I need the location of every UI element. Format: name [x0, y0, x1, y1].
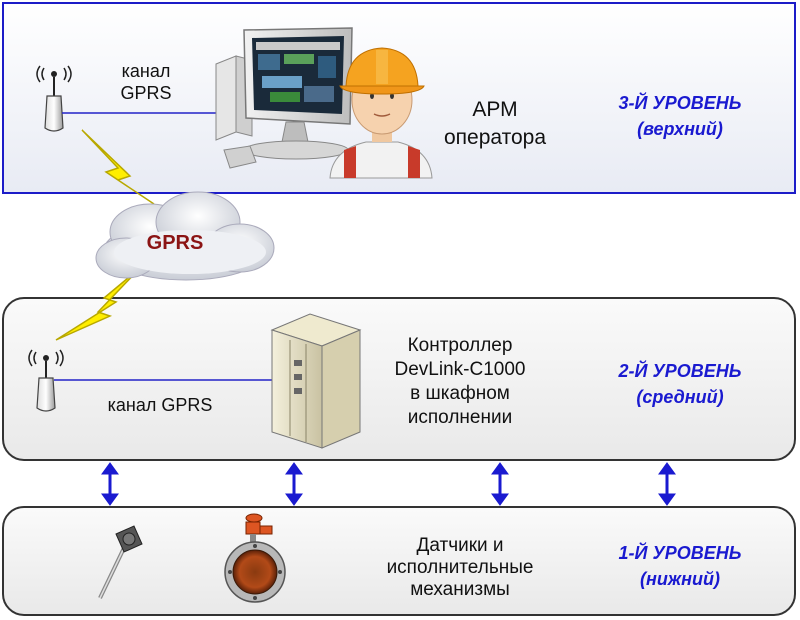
lightning-icon-top	[81, 129, 155, 205]
lightning-icon-bottom	[55, 267, 141, 341]
arm-operator-label: АРМ оператора	[443, 98, 547, 149]
level3-title: 3-Й УРОВЕНЬ (верхний)	[618, 93, 742, 139]
arrow-icon-2	[285, 462, 303, 506]
level1-title: 1-Й УРОВЕНЬ (нижний)	[618, 543, 742, 589]
computer-icon	[215, 27, 353, 169]
arrow-icon-1	[101, 462, 119, 506]
cloud-label: GPRS	[146, 232, 204, 254]
channel-label-middle: канал GPRS	[107, 395, 213, 415]
level2-title: 2-Й УРОВЕНЬ (средний)	[618, 361, 742, 407]
temperature-sensor-icon	[98, 525, 143, 599]
controller-label: Контроллер DevLink-C1000 в шкафном испол…	[394, 335, 526, 428]
link-arrows	[101, 462, 676, 506]
antenna-icon-middle	[28, 349, 64, 412]
devices-label: Датчики и исполнительные механизмы	[386, 535, 534, 600]
valve-actuator-icon	[224, 513, 286, 603]
level2-panel	[2, 297, 796, 461]
operator-icon	[329, 47, 433, 179]
cloud-icon	[95, 191, 275, 281]
arrow-icon-3	[491, 462, 509, 506]
arrow-icon-4	[658, 462, 676, 506]
antenna-icon-top	[36, 65, 72, 132]
cabinet-controller-icon	[270, 313, 362, 449]
channel-label-top: канал GPRS	[120, 61, 172, 103]
level1-panel	[2, 506, 796, 616]
